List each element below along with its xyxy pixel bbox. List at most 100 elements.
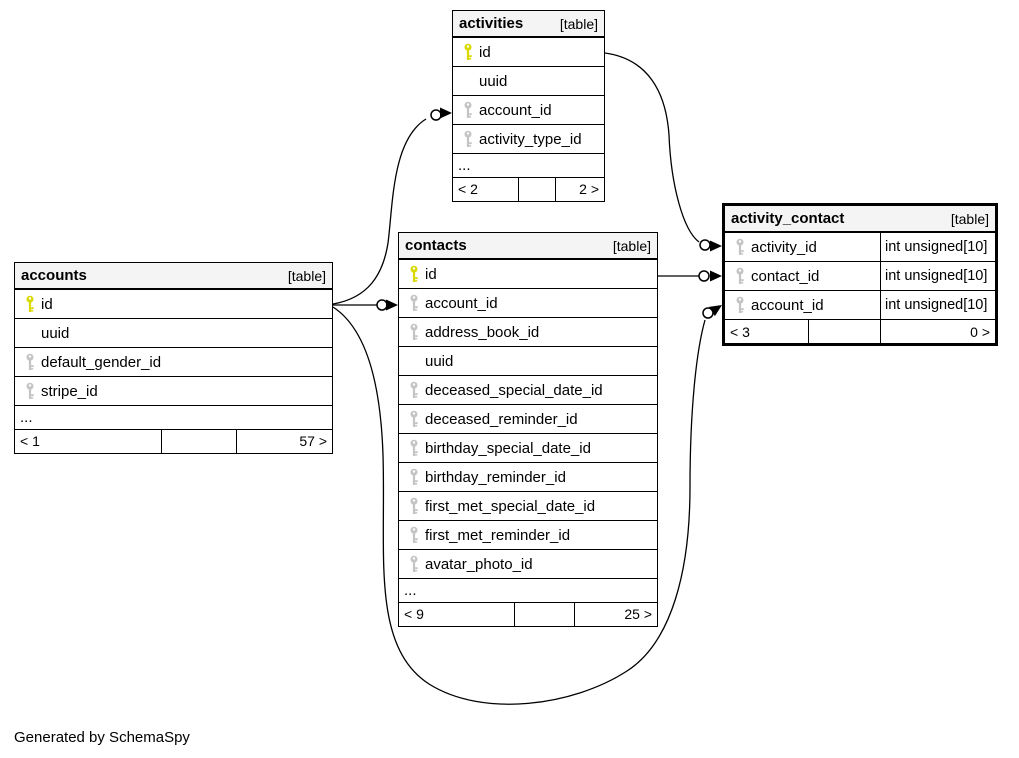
edge-contacts-id-to-activity-contact-contact-id bbox=[658, 270, 722, 282]
column-name: id bbox=[425, 265, 437, 283]
table-badge: [table] bbox=[612, 237, 651, 254]
column-name: id bbox=[41, 295, 53, 313]
table-header: accounts [table] bbox=[15, 263, 332, 290]
table-stats: < 2 2 > bbox=[453, 177, 604, 201]
fk-key-icon bbox=[464, 101, 472, 118]
fk-key-icon bbox=[410, 439, 418, 456]
stats-spacer bbox=[514, 602, 574, 626]
column-name: address_book_id bbox=[425, 323, 540, 341]
column-row-uuid: uuid bbox=[15, 319, 332, 348]
column-name: default_gender_id bbox=[41, 353, 162, 371]
pk-key-icon bbox=[464, 43, 472, 60]
fk-key-icon bbox=[26, 382, 34, 399]
table-name: activities bbox=[459, 15, 524, 32]
pk-key-icon bbox=[410, 265, 418, 282]
column-row-avatar_photo_id: avatar_photo_id bbox=[399, 550, 657, 579]
table-header: contacts [table] bbox=[399, 233, 657, 260]
column-row-activity_id: activity_id int unsigned[10] bbox=[725, 233, 995, 262]
column-name: stripe_id bbox=[41, 382, 98, 400]
column-row-account_id: account_id int unsigned[10] bbox=[725, 291, 995, 320]
generated-by-note: Generated by SchemaSpy bbox=[14, 729, 190, 746]
column-row-stripe_id: stripe_id bbox=[15, 377, 332, 406]
child-count: 0 > bbox=[880, 320, 995, 343]
child-count: 25 > bbox=[574, 602, 657, 626]
table-name: contacts bbox=[405, 237, 467, 254]
ellipsis-row: ... bbox=[453, 154, 604, 178]
fk-key-icon bbox=[736, 296, 744, 313]
table-contacts[interactable]: contacts [table] id account_id address_book_… bbox=[398, 232, 658, 627]
table-header: activities [table] bbox=[453, 11, 604, 38]
child-count: 2 > bbox=[555, 177, 604, 201]
column-row-uuid: uuid bbox=[453, 67, 604, 96]
column-name: id bbox=[479, 43, 491, 61]
column-row-id: id bbox=[399, 260, 657, 289]
ellipsis-row: ... bbox=[15, 406, 332, 430]
child-count: 57 > bbox=[236, 429, 332, 453]
column-name: uuid bbox=[479, 72, 508, 90]
column-name: deceased_reminder_id bbox=[425, 410, 578, 428]
column-type: int unsigned[10] bbox=[880, 262, 995, 290]
column-row-first_met_special_date_id: first_met_special_date_id bbox=[399, 492, 657, 521]
column-row-id: id bbox=[453, 38, 604, 67]
fk-key-icon bbox=[464, 130, 472, 147]
fk-key-icon bbox=[410, 468, 418, 485]
fk-key-icon bbox=[736, 267, 744, 284]
column-row-birthday_reminder_id: birthday_reminder_id bbox=[399, 463, 657, 492]
fk-key-icon bbox=[410, 294, 418, 311]
stats-spacer bbox=[161, 429, 236, 453]
fk-key-icon bbox=[736, 238, 744, 255]
column-name: account_id bbox=[479, 101, 552, 119]
table-stats: < 9 25 > bbox=[399, 602, 657, 626]
column-name: uuid bbox=[41, 324, 70, 342]
column-row-default_gender_id: default_gender_id bbox=[15, 348, 332, 377]
fk-key-icon bbox=[410, 526, 418, 543]
stats-spacer bbox=[808, 320, 880, 343]
column-name: deceased_special_date_id bbox=[425, 381, 603, 399]
column-name: birthday_reminder_id bbox=[425, 468, 566, 486]
fk-key-icon bbox=[410, 555, 418, 572]
table-badge: [table] bbox=[287, 267, 326, 284]
column-type: int unsigned[10] bbox=[880, 291, 995, 319]
column-type: int unsigned[10] bbox=[880, 233, 995, 261]
column-name: first_met_special_date_id bbox=[425, 497, 596, 515]
table-name: activity_contact bbox=[731, 210, 845, 227]
column-row-first_met_reminder_id: first_met_reminder_id bbox=[399, 521, 657, 550]
fk-key-icon bbox=[410, 497, 418, 514]
column-row-id: id bbox=[15, 290, 332, 319]
edge-accounts-id-to-contacts-account-id bbox=[333, 299, 398, 311]
column-row-deceased_special_date_id: deceased_special_date_id bbox=[399, 376, 657, 405]
parent-count: < 2 bbox=[458, 181, 478, 197]
column-name: account_id bbox=[425, 294, 498, 312]
column-row-activity_type_id: activity_type_id bbox=[453, 125, 604, 154]
column-row-birthday_special_date_id: birthday_special_date_id bbox=[399, 434, 657, 463]
column-name: activity_type_id bbox=[479, 130, 582, 148]
column-name: birthday_special_date_id bbox=[425, 439, 591, 457]
ellipsis-row: ... bbox=[399, 579, 657, 603]
table-name: accounts bbox=[21, 267, 87, 284]
column-row-deceased_reminder_id: deceased_reminder_id bbox=[399, 405, 657, 434]
column-row-address_book_id: address_book_id bbox=[399, 318, 657, 347]
table-header: activity_contact [table] bbox=[725, 206, 995, 233]
column-name: account_id bbox=[751, 296, 824, 314]
table-badge: [table] bbox=[559, 15, 598, 32]
column-name: activity_id bbox=[751, 238, 817, 256]
column-row-uuid: uuid bbox=[399, 347, 657, 376]
fk-key-icon bbox=[26, 353, 34, 370]
fk-key-icon bbox=[410, 410, 418, 427]
column-name: contact_id bbox=[751, 267, 820, 285]
column-name: uuid bbox=[425, 352, 454, 370]
table-stats: < 3 0 > bbox=[725, 320, 995, 343]
column-row-account_id: account_id bbox=[399, 289, 657, 318]
edge-activities-id-to-activity-contact-activity-id bbox=[604, 52, 722, 252]
fk-key-icon bbox=[410, 381, 418, 398]
parent-count: < 3 bbox=[730, 323, 750, 340]
column-name: first_met_reminder_id bbox=[425, 526, 571, 544]
table-badge: [table] bbox=[950, 210, 989, 227]
parent-count: < 9 bbox=[404, 606, 424, 622]
pk-key-icon bbox=[26, 295, 34, 312]
